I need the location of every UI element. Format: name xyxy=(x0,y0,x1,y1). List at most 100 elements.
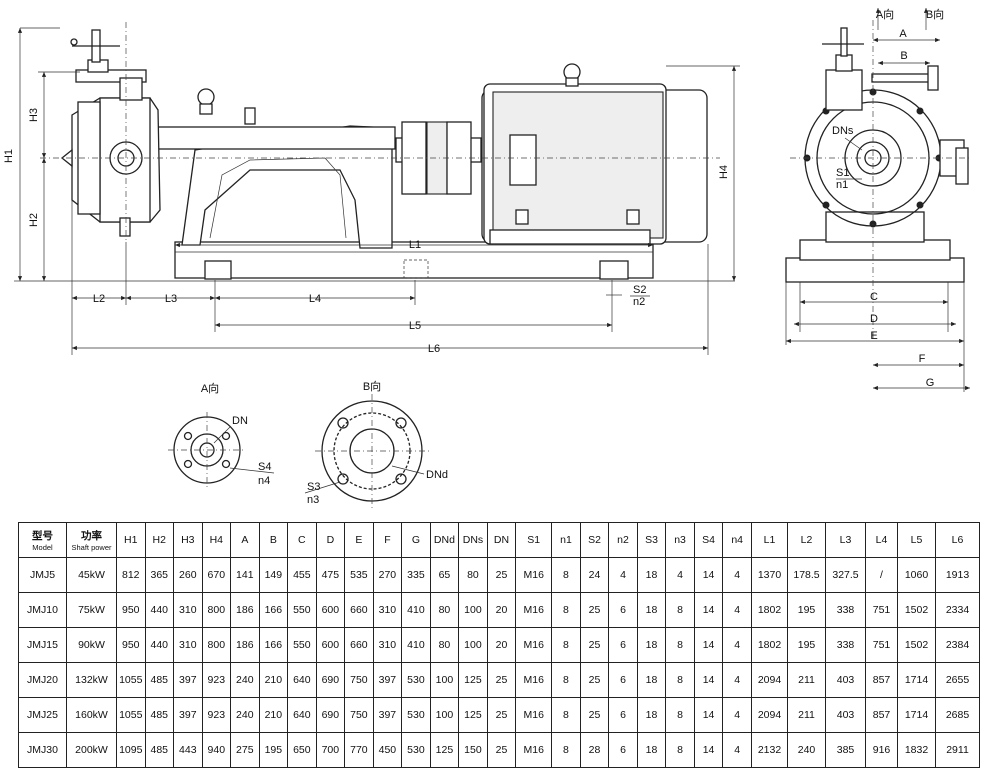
table-cell: 18 xyxy=(636,697,667,733)
table-cell: 660 xyxy=(344,592,374,628)
table-cell: 8 xyxy=(551,592,581,628)
flange-B-DNd: DNd xyxy=(426,469,448,481)
flange-view-A: A向 DN S4 n4 xyxy=(168,381,275,488)
table-cell: 8 xyxy=(665,592,695,628)
table-cell: 1802 xyxy=(751,592,788,628)
table-cell: 2334 xyxy=(935,592,980,628)
table-cell: 18 xyxy=(636,557,667,593)
table-cell: M16 xyxy=(515,627,553,663)
dim-H3: H3 xyxy=(28,108,40,122)
table-cell: 100 xyxy=(458,592,488,628)
table-cell: 1913 xyxy=(935,557,980,593)
table-cell: 857 xyxy=(865,697,898,733)
table-cell: 18 xyxy=(636,732,667,768)
table-cell: 211 xyxy=(787,662,826,698)
table-cell: 443 xyxy=(173,732,203,768)
header-L5: L5 xyxy=(897,522,936,558)
header-L6: L6 xyxy=(935,522,980,558)
dim-C: C xyxy=(870,291,878,303)
dim-L4: L4 xyxy=(309,293,321,305)
table-cell: 750 xyxy=(344,697,374,733)
flange-A-S4: S4 xyxy=(258,461,271,473)
table-cell: 6 xyxy=(608,732,638,768)
header-S4: S4 xyxy=(693,522,724,558)
table-cell: 403 xyxy=(825,662,866,698)
dim-n2: n2 xyxy=(633,296,645,308)
table-cell: 660 xyxy=(344,627,374,663)
header-DN: DN xyxy=(486,522,517,558)
table-cell: 8 xyxy=(551,627,581,663)
table-cell: 14 xyxy=(693,662,724,698)
table-cell: 25 xyxy=(579,627,610,663)
table-cell: 8 xyxy=(665,697,695,733)
header-n4: n4 xyxy=(722,522,752,558)
table-cell: / xyxy=(865,557,898,593)
table-cell: 403 xyxy=(825,697,866,733)
table-cell: 240 xyxy=(230,697,260,733)
table-cell: 4 xyxy=(665,557,695,593)
table-cell: 338 xyxy=(825,592,866,628)
table-cell: 25 xyxy=(486,697,517,733)
table-cell: 18 xyxy=(636,592,667,628)
table-cell: 450 xyxy=(372,732,403,768)
header-S2: S2 xyxy=(579,522,610,558)
table-cell: 397 xyxy=(372,662,403,698)
table-cell: 2132 xyxy=(751,732,788,768)
flange-view-B: B向 DNd S3 n3 xyxy=(304,379,448,508)
table-cell: 335 xyxy=(401,557,431,593)
table-cell: 530 xyxy=(401,697,431,733)
table-cell: 195 xyxy=(787,627,826,663)
table-cell: 6 xyxy=(608,627,638,663)
table-cell: 6 xyxy=(608,662,638,698)
table-cell: 178.5 xyxy=(787,557,826,593)
table-cell: 410 xyxy=(401,627,431,663)
table-cell: 751 xyxy=(865,592,898,628)
table-cell: 365 xyxy=(144,557,175,593)
spec-table: 型号 Model 功率 Shaft power H1 H2 H3 H4 A B … xyxy=(18,522,980,768)
table-cell: 4 xyxy=(722,732,752,768)
front-view xyxy=(785,20,970,340)
table-cell: 475 xyxy=(315,557,346,593)
header-L4: L4 xyxy=(865,522,898,558)
table-cell: 240 xyxy=(230,662,260,698)
table-cell: 18 xyxy=(636,662,667,698)
table-cell: 132kW xyxy=(66,662,117,698)
header-H4: H4 xyxy=(201,522,232,558)
header-F: F xyxy=(372,522,403,558)
table-cell: 1832 xyxy=(897,732,936,768)
table-cell: 240 xyxy=(787,732,826,768)
table-cell: 770 xyxy=(344,732,374,768)
table-cell: JMJ30 xyxy=(18,732,67,768)
table-cell: 8 xyxy=(551,697,581,733)
dim-DNs: DNs xyxy=(832,125,854,137)
table-cell: 857 xyxy=(865,662,898,698)
table-cell: 385 xyxy=(825,732,866,768)
table-cell: 2911 xyxy=(935,732,980,768)
pump-drawing: H1 H2 H3 H4 L1 L2 L3 L4 S2 n2 xyxy=(3,7,970,508)
header-DNs: DNs xyxy=(458,522,488,558)
table-cell: 8 xyxy=(665,662,695,698)
header-H2: H2 xyxy=(144,522,175,558)
table-cell: 100 xyxy=(429,662,460,698)
table-cell: M16 xyxy=(515,662,553,698)
table-cell: 195 xyxy=(787,592,826,628)
table-cell: 923 xyxy=(201,697,232,733)
table-cell: 28 xyxy=(579,732,610,768)
table-cell: 455 xyxy=(287,557,317,593)
table-cell: 923 xyxy=(201,662,232,698)
table-cell: 1055 xyxy=(116,662,146,698)
table-cell: 1802 xyxy=(751,627,788,663)
dim-B: B xyxy=(900,50,907,62)
table-cell: 150 xyxy=(458,732,488,768)
table-cell: M16 xyxy=(515,557,553,593)
table-cell: 65 xyxy=(429,557,460,593)
table-cell: 4 xyxy=(722,557,752,593)
header-L1: L1 xyxy=(751,522,788,558)
table-cell: 14 xyxy=(693,732,724,768)
table-cell: 1060 xyxy=(897,557,936,593)
dim-L5: L5 xyxy=(409,320,421,332)
table-cell: 485 xyxy=(144,732,175,768)
header-S3: S3 xyxy=(636,522,667,558)
table-cell: 14 xyxy=(693,627,724,663)
